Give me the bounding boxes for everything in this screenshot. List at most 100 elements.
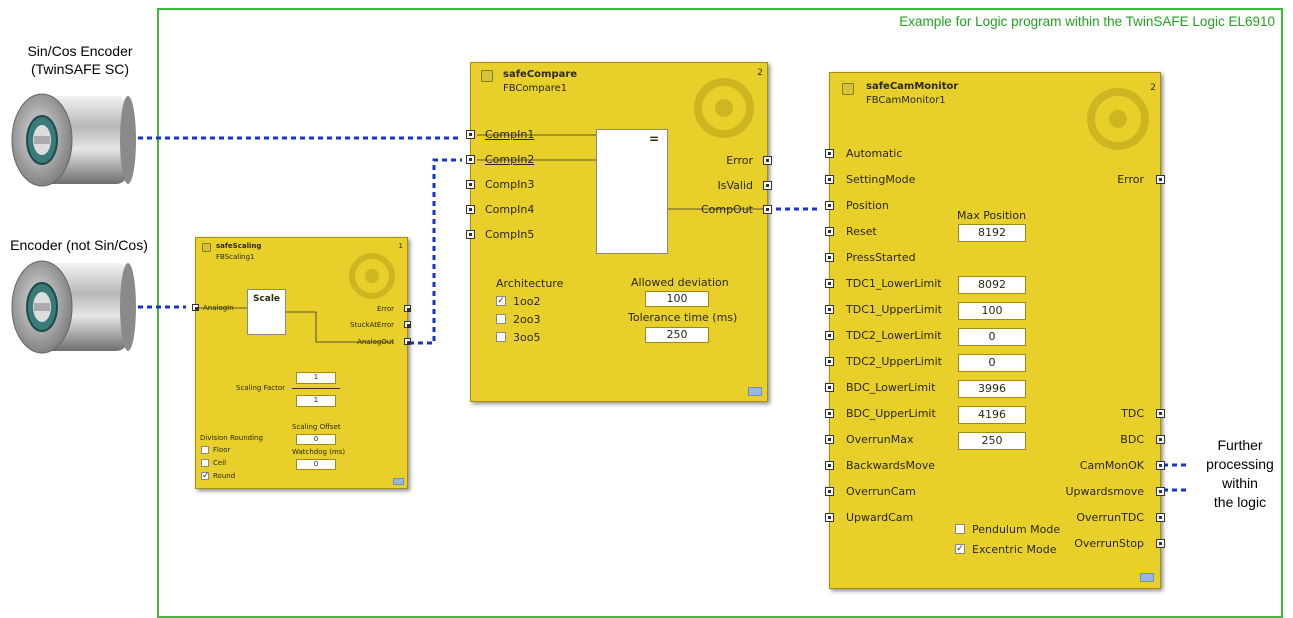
input-pin[interactable] [825,513,834,522]
output-pin[interactable] [1156,461,1165,470]
equal-sign: = [648,132,659,146]
collapse-icon[interactable] [393,478,404,485]
floor-checkbox[interactable] [201,446,209,454]
scaling-factor-denominator[interactable]: 1 [296,395,336,407]
tdc2-upper-value[interactable]: 0 [958,354,1026,372]
arch-3oo5-checkbox[interactable] [496,332,506,342]
input-pin[interactable] [466,180,475,189]
input-pin[interactable] [825,227,834,236]
collapse-icon[interactable] [748,387,762,396]
further-line1: Further [1217,437,1263,453]
round-label: Round [213,472,236,480]
input-pin[interactable] [825,253,834,262]
input-label-tdc2-lower: TDC2_LowerLimit [846,329,942,342]
input-pin[interactable] [825,357,834,366]
max-position-value[interactable]: 8192 [958,224,1026,242]
sincos-label-line2: (TwinSAFE SC) [30,61,129,77]
scaling-factor-numerator[interactable]: 1 [296,372,336,384]
input-pin[interactable] [825,409,834,418]
arch-3oo5-label: 3oo5 [513,331,541,344]
output-label-cammonok: CamMonOK [1079,459,1144,472]
output-pin[interactable] [1156,175,1165,184]
input-label-compin5: CompIn5 [485,228,535,241]
fb-header-icon [202,243,211,252]
tdc2-lower-value[interactable]: 0 [958,328,1026,346]
gear-watermark-icon [1087,88,1149,150]
bdc-lower-value[interactable]: 3996 [958,380,1026,398]
scaling-number: 1 [398,242,403,250]
input-pin[interactable] [192,304,199,311]
arch-2oo3-checkbox[interactable] [496,314,506,324]
output-label-error: Error [376,305,394,313]
input-label-automatic: Automatic [846,147,903,160]
input-pin[interactable] [825,175,834,184]
output-pin[interactable] [1156,409,1165,418]
input-pin[interactable] [825,487,834,496]
further-line2: processing [1206,456,1274,472]
compare-title: safeCompare [503,69,578,80]
cam-number: 2 [1150,83,1156,93]
output-label-stuckaterror: StuckAtError [350,321,394,329]
output-pin[interactable] [763,156,772,165]
overrunmax-value[interactable]: 250 [958,432,1026,450]
input-pin[interactable] [466,155,475,164]
output-pin[interactable] [404,305,411,312]
output-pin[interactable] [763,181,772,190]
input-label-overrunmax: OverrunMax [846,433,914,446]
ceil-checkbox[interactable] [201,459,209,467]
tolerance-time-value[interactable]: 250 [645,327,709,343]
input-pin[interactable] [466,130,475,139]
sincos-label-line1: Sin/Cos Encoder [27,43,133,59]
input-label-bdc-lower: BDC_LowerLimit [846,381,936,394]
sincos-encoder-label: Sin/Cos Encoder (TwinSAFE SC) [15,42,145,78]
input-pin[interactable] [825,305,834,314]
input-pin[interactable] [825,461,834,470]
output-pin[interactable] [404,338,411,345]
safe-scaling-block[interactable]: safeScaling FBScaling1 1 AnalogIn Scale … [192,237,411,489]
input-label-tdc1-lower: TDC1_LowerLimit [846,277,942,290]
bdc-upper-value[interactable]: 4196 [958,406,1026,424]
input-label-settingmode: SettingMode [846,173,916,186]
tdc1-upper-value[interactable]: 100 [958,302,1026,320]
allowed-deviation-value[interactable]: 100 [645,291,709,307]
output-pin[interactable] [1156,487,1165,496]
output-pin[interactable] [763,205,772,214]
excentric-mode-checkbox[interactable]: ✓ [955,544,965,554]
gear-watermark-icon [694,78,754,138]
scaling-offset-value[interactable]: 0 [296,434,336,445]
ceil-label: Ceil [213,459,227,467]
input-label-compin2: CompIn2 [485,153,535,166]
output-label-error: Error [1117,173,1144,186]
architecture-label: Architecture [496,277,564,290]
watchdog-value[interactable]: 0 [296,459,336,470]
input-label-compin1: CompIn1 [485,128,535,141]
input-pin[interactable] [825,201,834,210]
allowed-deviation-label: Allowed deviation [631,276,729,289]
input-pin[interactable] [466,230,475,239]
output-pin[interactable] [1156,435,1165,444]
arch-1oo2-checkbox[interactable]: ✓ [496,296,506,306]
output-label-overrunstop: OverrunStop [1074,537,1144,550]
tdc1-lower-value[interactable]: 8092 [958,276,1026,294]
output-pin[interactable] [1156,513,1165,522]
fraction-line [292,388,340,389]
input-pin[interactable] [825,149,834,158]
pendulum-mode-checkbox[interactable] [955,524,965,534]
input-pin[interactable] [825,331,834,340]
output-pin[interactable] [404,321,411,328]
input-pin[interactable] [825,435,834,444]
safe-cam-monitor-block[interactable]: safeCamMonitor FBCamMonitor1 2 Automatic… [825,72,1165,589]
collapse-icon[interactable] [1140,573,1154,582]
input-label-tdc2-upper: TDC2_UpperLimit [846,355,942,368]
output-label-isvalid: IsValid [717,179,753,192]
division-rounding-label: Division Rounding [200,434,263,442]
input-pin[interactable] [825,279,834,288]
max-position-label: Max Position [957,209,1027,222]
input-pin[interactable] [466,205,475,214]
round-checkbox[interactable]: ✓ [201,471,210,481]
gear-watermark-icon [349,253,395,299]
input-pin[interactable] [825,383,834,392]
safe-compare-block[interactable]: safeCompare FBCompare1 2 = CompIn1 CompI… [466,62,772,402]
output-pin[interactable] [1156,539,1165,548]
